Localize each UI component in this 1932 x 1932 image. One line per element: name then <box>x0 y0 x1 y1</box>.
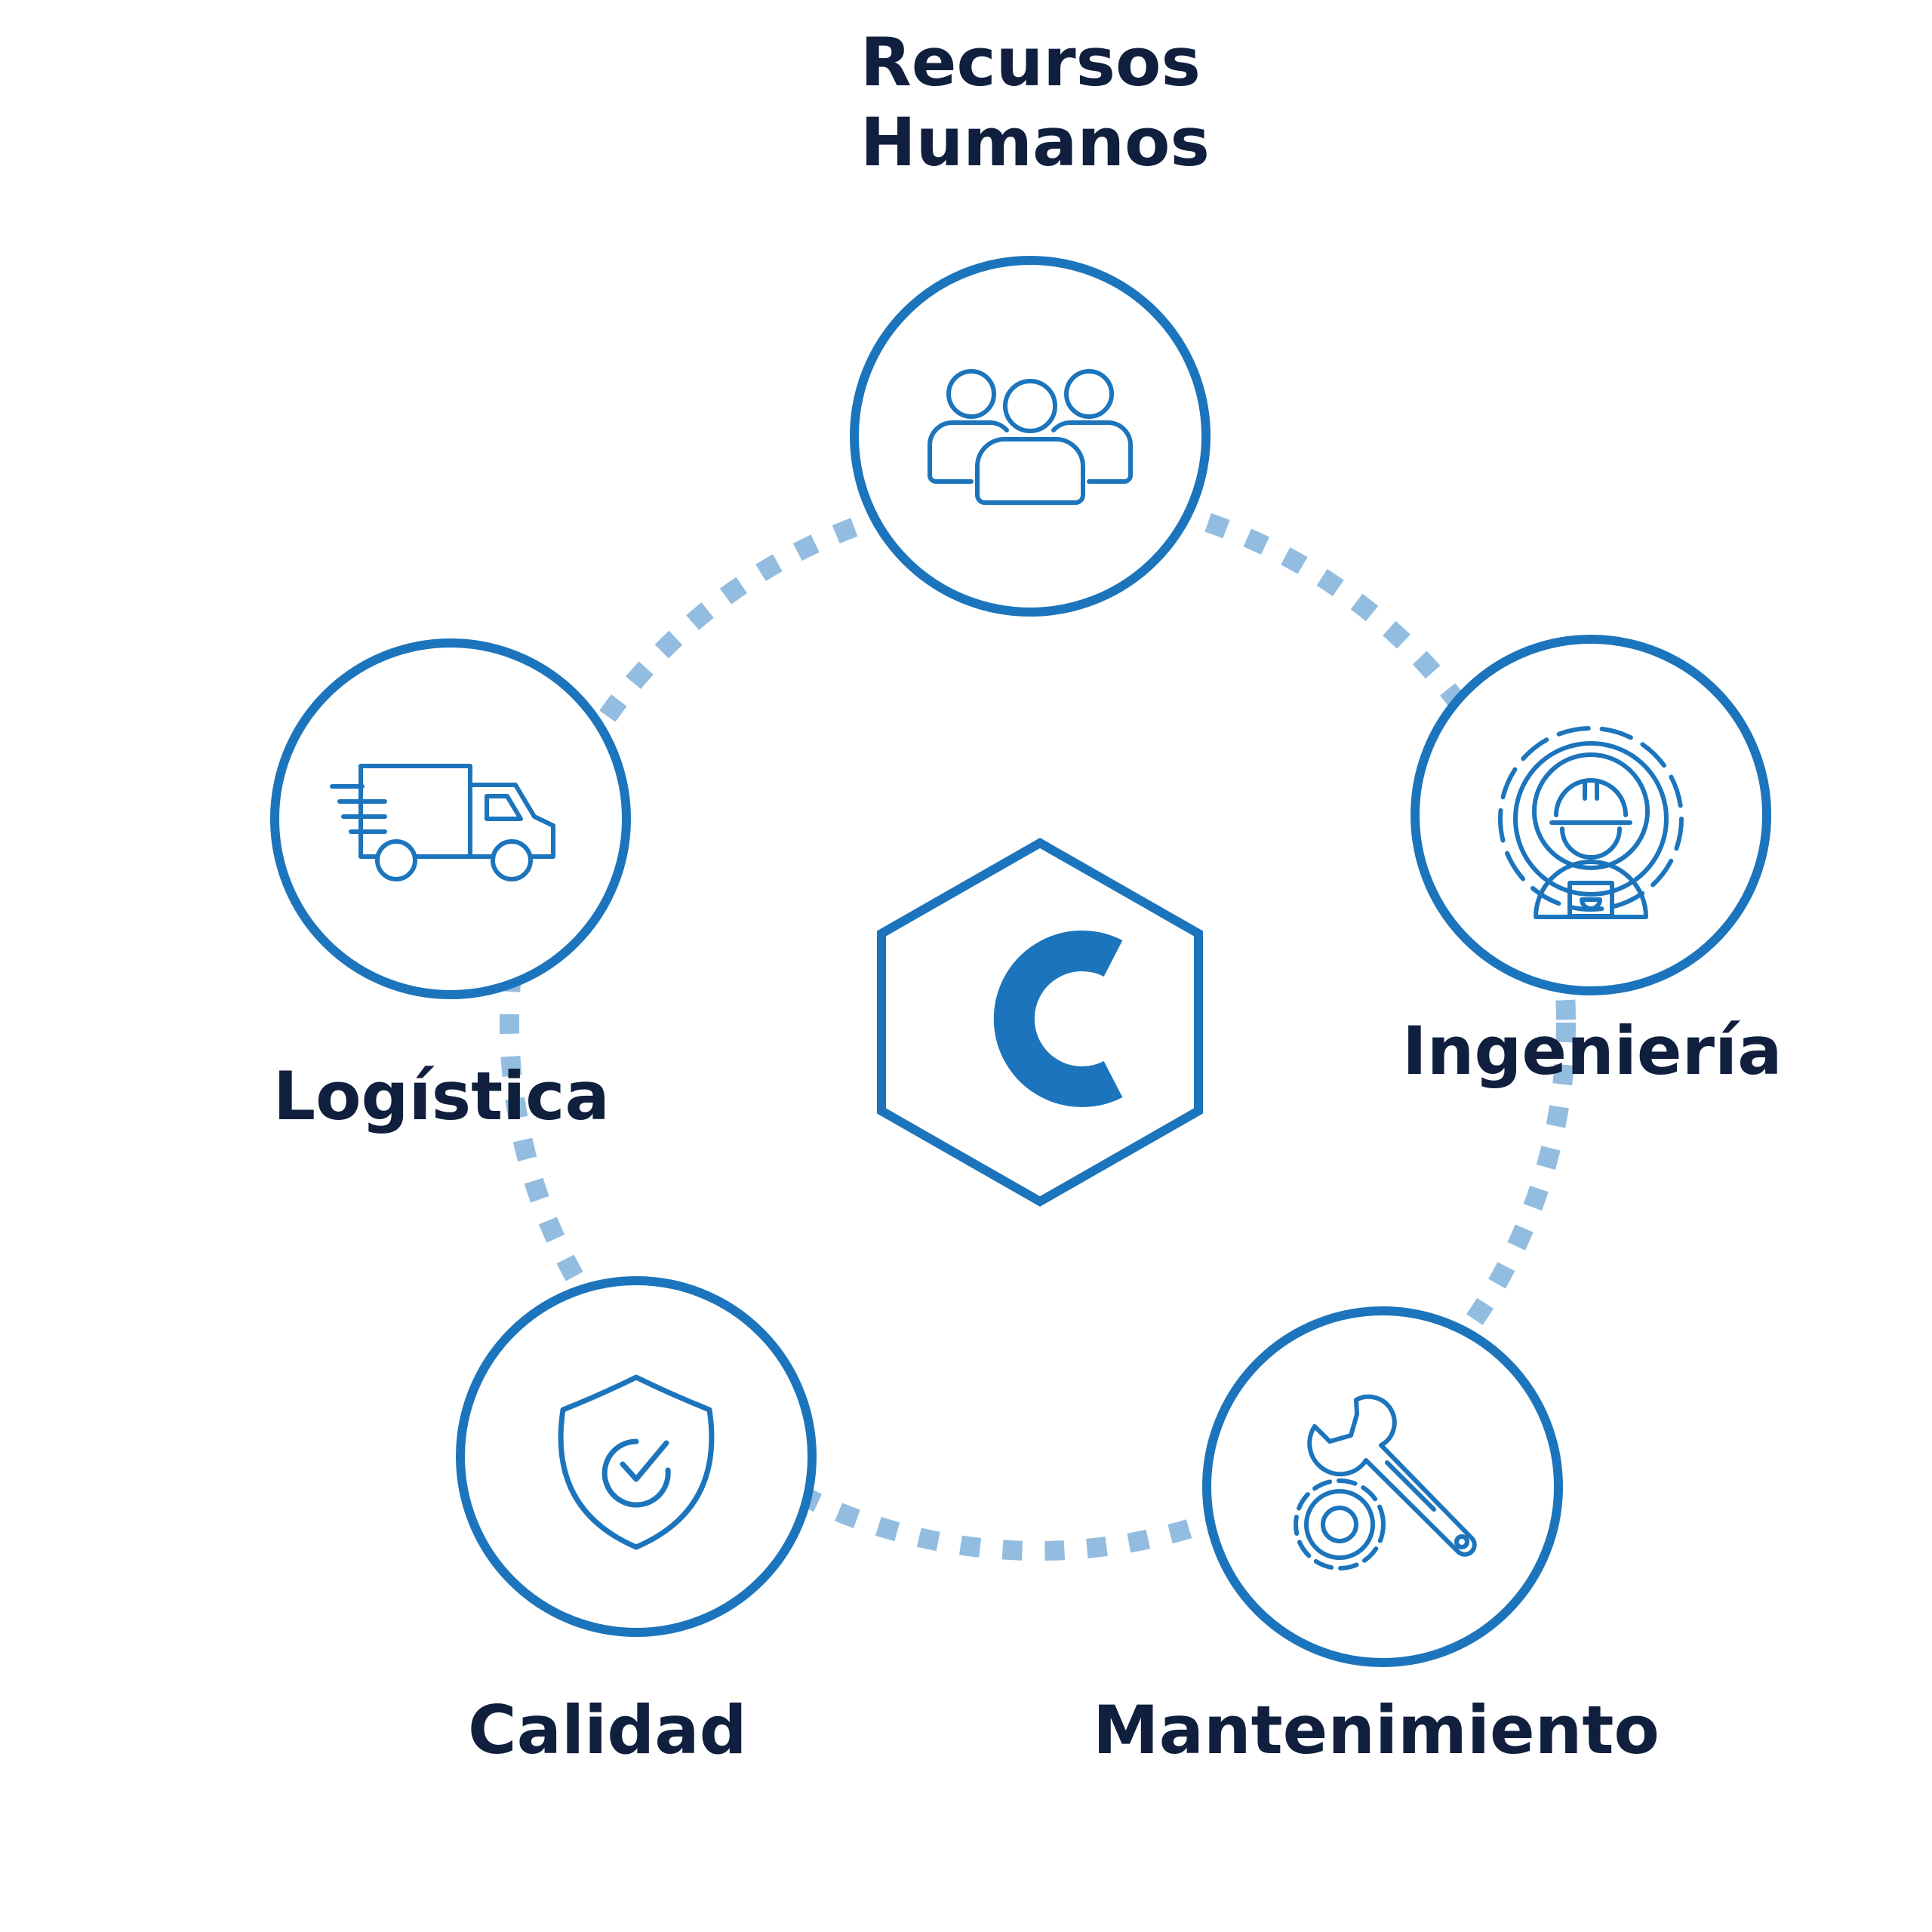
node-circle-calidad <box>456 1276 817 1637</box>
hexagon-c-logo <box>877 838 1203 1207</box>
dotted-connector-ring <box>500 485 1576 1561</box>
node-label-rrhh-line1: Recursos <box>860 23 1201 101</box>
node-label-rrhh-line2: Humanos <box>860 103 1210 181</box>
node-label-calidad: Calidad <box>468 1691 747 1769</box>
delivery-truck-icon <box>330 764 555 881</box>
engineer-gear-icon <box>1498 726 1684 919</box>
shield-check-icon <box>558 1374 715 1550</box>
node-circle-logistica <box>270 638 631 999</box>
node-circle-ingenieria <box>1411 635 1771 995</box>
node-label-ingenieria: Ingeniería <box>1402 1012 1783 1090</box>
c-letter-mark <box>993 931 1123 1107</box>
node-label-rrhh: Recursos Humanos <box>860 23 1210 182</box>
node-circle-rrhh <box>850 256 1211 617</box>
node-circle-mantenimiento <box>1202 1306 1563 1667</box>
team-people-icon <box>928 369 1133 505</box>
wrench-gear-icon <box>1294 1394 1477 1571</box>
node-label-logistica: Logística <box>273 1057 610 1135</box>
node-label-mantenimiento: Mantenimiento <box>1093 1691 1660 1769</box>
